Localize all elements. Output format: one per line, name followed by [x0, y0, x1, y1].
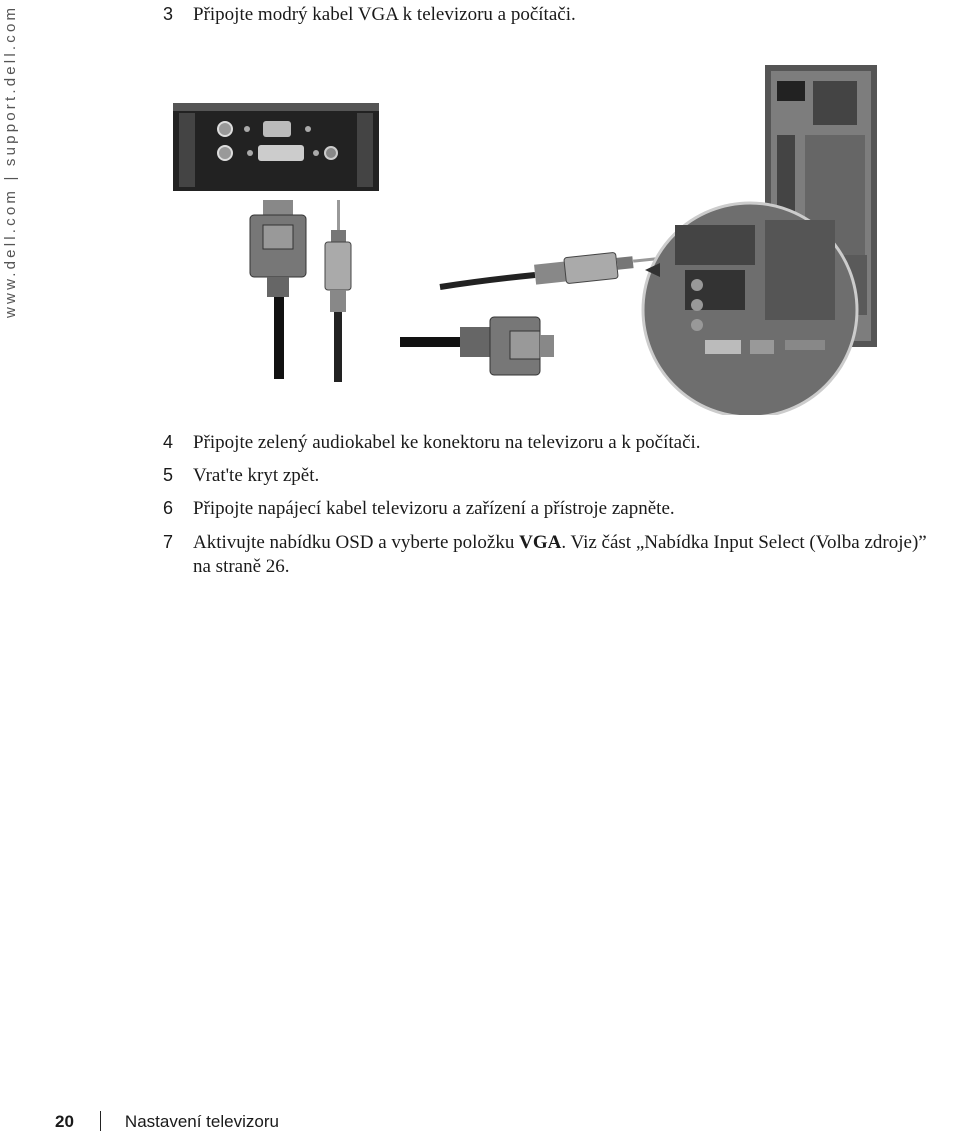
tv-connector-panel: [173, 103, 379, 191]
step-keyword: VGA: [519, 532, 562, 553]
step-text: Připojte zelený audiokabel ke konektoru …: [193, 432, 701, 453]
step-text: Připojte modrý kabel VGA k televizoru a …: [193, 4, 576, 25]
step-text-continued: na straně 26.: [193, 556, 290, 577]
audio-cable-horizontal: [439, 252, 666, 290]
step-5: 5 Vrat'te kryt zpět.: [163, 463, 319, 488]
step-number: 4: [163, 432, 174, 452]
step-4: 4 Připojte zelený audiokabel ke konektoru…: [163, 430, 701, 455]
magnified-back-panel: [641, 201, 859, 415]
page-number: 20: [55, 1112, 74, 1131]
page-footer: 20 Nastavení televizoru: [55, 1111, 279, 1132]
step-7: 7 Aktivujte nabídku OSD a vyberte položku…: [163, 530, 927, 579]
side-url: www.dell.com | support.dell.com: [2, 4, 19, 318]
footer-divider: [99, 1111, 101, 1131]
audio-cable-vertical: [324, 200, 352, 382]
step-number: 7: [163, 532, 174, 552]
section-title: Nastavení televizoru: [124, 1112, 279, 1131]
step-number: 5: [163, 465, 174, 485]
step-text: Vrat'te kryt zpět.: [193, 465, 320, 486]
step-number: 6: [163, 498, 174, 518]
step-text: . Viz část „Nabídka Input Select (Volba …: [561, 532, 927, 553]
step-3: 3 Připojte modrý kabel VGA k televizoru a…: [163, 2, 576, 27]
step-text: Připojte napájecí kabel televizoru a zař…: [193, 498, 675, 519]
connection-illustration: [173, 65, 877, 415]
vga-cable-horizontal: [400, 316, 554, 376]
vga-cable-vertical: [249, 200, 307, 379]
step-text: Aktivujte nabídku OSD a vyberte položku: [193, 532, 520, 553]
step-6: 6 Připojte napájecí kabel televizoru a za…: [163, 496, 675, 521]
step-number: 3: [163, 4, 174, 24]
